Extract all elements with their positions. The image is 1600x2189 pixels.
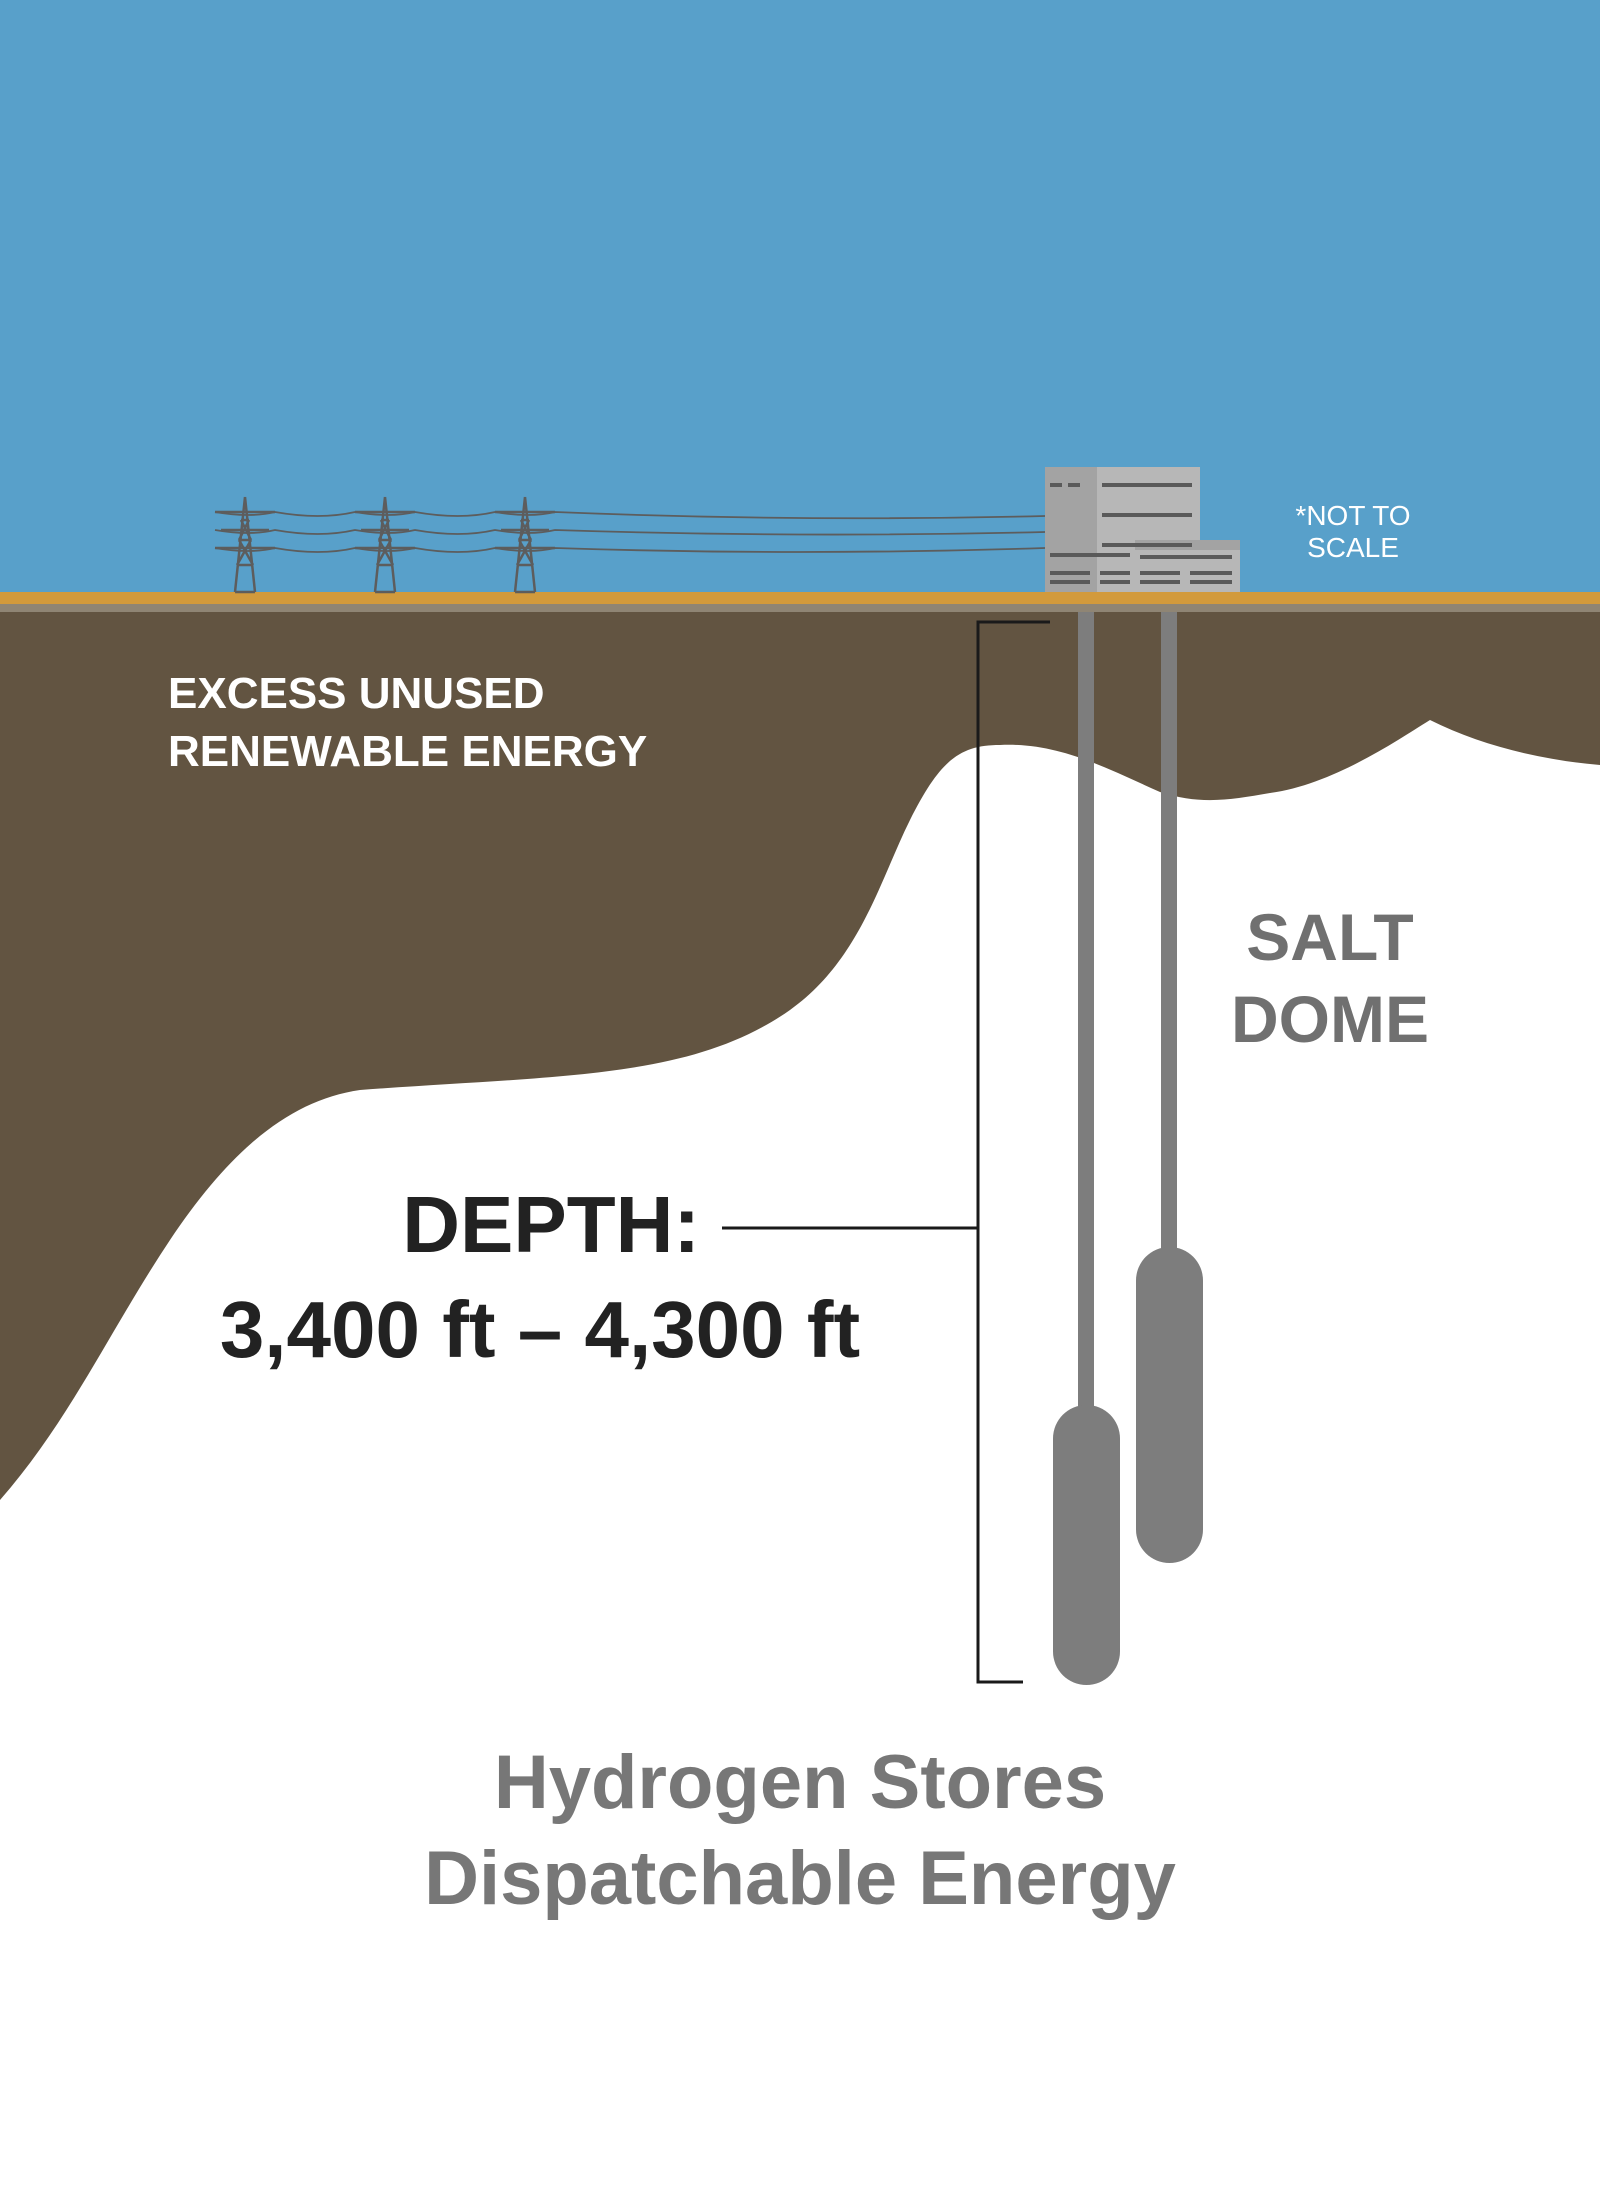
- depth-title: DEPTH:: [402, 1180, 700, 1269]
- sky: [0, 0, 1600, 595]
- transmission-tower-icon: [355, 496, 415, 594]
- caption-line-2: Dispatchable Energy: [424, 1836, 1176, 1921]
- scale-note: *NOT TO SCALE: [1288, 500, 1418, 564]
- salt-dome-line-1: SALT: [1246, 900, 1414, 974]
- scale-note-line-1: *NOT TO: [1295, 500, 1411, 531]
- caption: Hydrogen Stores Dispatchable Energy: [300, 1735, 1300, 1927]
- ground-surface-strip: [0, 592, 1600, 604]
- power-facility-icon: [1045, 467, 1240, 592]
- excess-energy-line-2: RENEWABLE ENERGY: [168, 727, 648, 776]
- salt-dome-line-2: DOME: [1231, 982, 1429, 1056]
- excess-energy-label: EXCESS UNUSED RENEWABLE ENERGY: [168, 665, 647, 781]
- storage-well-1: [1053, 612, 1120, 1685]
- scale-note-line-2: SCALE: [1307, 532, 1399, 563]
- salt-dome-label: SALT DOME: [1180, 896, 1480, 1060]
- power-lines: [214, 511, 1046, 553]
- depth-range: 3,400 ft – 4,300 ft: [219, 1285, 861, 1374]
- depth-bracket: [722, 620, 1050, 1684]
- transmission-tower-icon: [215, 496, 275, 594]
- excess-energy-line-1: EXCESS UNUSED: [168, 669, 545, 718]
- ground-surface-strip-lower: [0, 604, 1600, 612]
- storage-well-2: [1136, 612, 1203, 1563]
- transmission-tower-icon: [495, 496, 555, 594]
- caption-line-1: Hydrogen Stores: [493, 1740, 1107, 1825]
- salt-dome-shape: [0, 720, 1600, 2189]
